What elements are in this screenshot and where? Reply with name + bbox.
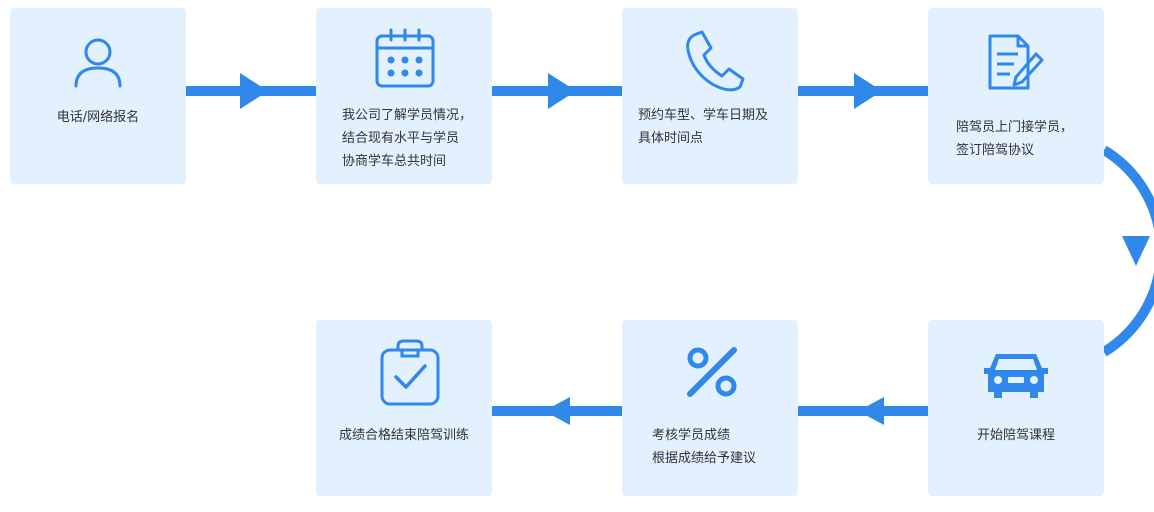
step-label-line: 我公司了解学员情况， [342,108,473,123]
step-label: 成绩合格结束陪驾训练 [316,424,492,447]
step-label-line: 开始陪驾课程 [976,428,1055,443]
step-card-agreement: 陪驾员上门接学员， 签订陪驾协议 [928,8,1104,184]
clipboard-check-icon [380,339,440,406]
step-label-line: 根据成绩给予建议 [652,451,757,466]
step-card-evaluate: 考核学员成绩 根据成绩给予建议 [622,320,798,496]
arrow-head-curve [1122,236,1150,266]
step-card-reserve: 预约车型、学车日期及 具体时间点 [622,8,798,184]
person-icon [74,38,122,88]
step-card-start: 开始陪驾课程 [928,320,1104,496]
arrow-head-4 [858,397,884,425]
step-label: 陪驾员上门接学员， 签订陪驾协议 [956,116,1073,162]
step-label-line: 签订陪驾协议 [956,143,1035,158]
arrow-head-5 [544,397,570,425]
percent-icon [687,347,737,397]
step-label-line: 成绩合格结束陪驾训练 [338,428,469,443]
step-label-line: 结合现有水平与学员 [342,131,460,146]
step-label-line: 具体时间点 [638,131,704,146]
step-label: 电话/网络报名 [10,106,186,129]
step-label-line: 电话/网络报名 [56,110,140,125]
calendar-icon [375,28,435,88]
step-label: 考核学员成绩 根据成绩给予建议 [652,424,756,470]
arrow-curve [1101,145,1154,357]
step-label: 预约车型、学车日期及 具体时间点 [638,104,768,150]
step-label: 我公司了解学员情况， 结合现有水平与学员 协商学车总共时间 [342,104,472,173]
phone-icon [686,30,745,92]
arrow-head-1 [240,73,268,109]
step-label-line: 陪驾员上门接学员， [956,120,1074,135]
step-label-line: 预约车型、学车日期及 [638,108,769,123]
document-pen-icon [988,34,1044,90]
step-card-assess: 我公司了解学员情况， 结合现有水平与学员 协商学车总共时间 [316,8,492,184]
step-card-register: 电话/网络报名 [10,8,186,184]
step-label: 开始陪驾课程 [928,424,1104,447]
step-label-line: 协商学车总共时间 [342,154,447,169]
arrow-head-2 [548,73,576,109]
car-icon [984,354,1048,398]
step-label-line: 考核学员成绩 [652,428,731,443]
arrow-head-3 [854,73,882,109]
step-card-finish: 成绩合格结束陪驾训练 [316,320,492,496]
